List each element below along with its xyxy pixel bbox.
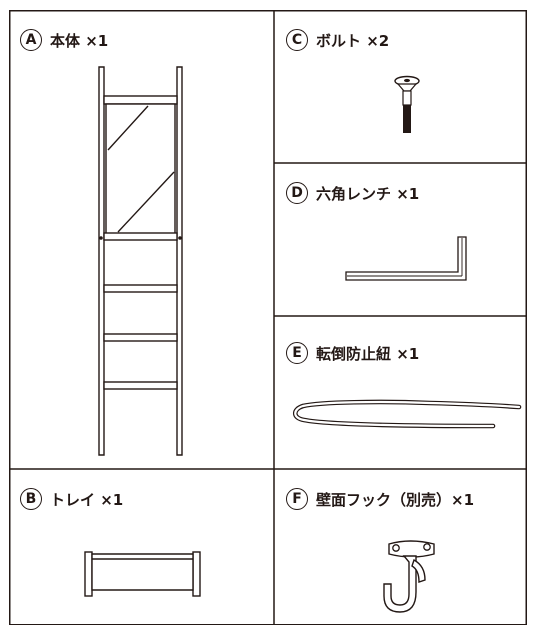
left-rail xyxy=(98,66,105,456)
part-a-label: A 本体 ×1 xyxy=(20,29,108,51)
mirror-reflection-2 xyxy=(117,171,175,233)
part-c-letter-badge: C xyxy=(286,29,308,51)
part-b-letter-badge: B xyxy=(20,488,42,510)
part-f-label: F 壁面フック（別売）×1 xyxy=(286,488,474,510)
mirror-reflection-1 xyxy=(107,105,149,151)
hook-upper-arm xyxy=(411,558,426,583)
part-c-name: ボルト ×2 xyxy=(316,31,390,50)
part-d-letter-badge: D xyxy=(286,182,308,204)
mirror-panel xyxy=(105,103,176,237)
bolt-hex-socket xyxy=(404,78,410,83)
tray-front-panel xyxy=(91,553,194,591)
part-a-letter-badge: A xyxy=(20,29,42,51)
hook-screw-hole-left xyxy=(392,544,400,552)
part-d-label: D 六角レンチ ×1 xyxy=(286,182,419,204)
part-a-name: 本体 ×1 xyxy=(50,31,109,50)
part-d-name: 六角レンチ ×1 xyxy=(316,184,420,203)
right-rail xyxy=(176,66,183,456)
left-bolt-hole xyxy=(99,236,103,240)
hook-lower-arm xyxy=(383,555,417,613)
part-f-letter-badge: F xyxy=(286,488,308,510)
part-e-name: 転倒防止紐 ×1 xyxy=(316,344,420,363)
part-b-label: B トレイ ×1 xyxy=(20,488,123,510)
right-bolt-hole xyxy=(178,236,182,240)
part-c-label: C ボルト ×2 xyxy=(286,29,389,51)
part-e-letter-badge: E xyxy=(286,342,308,364)
rung-4 xyxy=(103,381,178,390)
part-f-name: 壁面フック（別売）×1 xyxy=(316,490,475,509)
cord-fill xyxy=(294,400,521,428)
hook-mount-plate xyxy=(388,540,435,558)
hook-screw-hole-right xyxy=(423,543,431,551)
rung-3 xyxy=(103,333,178,342)
rung-1 xyxy=(103,232,178,241)
part-e-label: E 転倒防止紐 ×1 xyxy=(286,342,419,364)
part-b-name: トレイ ×1 xyxy=(50,490,124,509)
bolt-threads xyxy=(403,105,411,133)
rung-2 xyxy=(103,284,178,293)
